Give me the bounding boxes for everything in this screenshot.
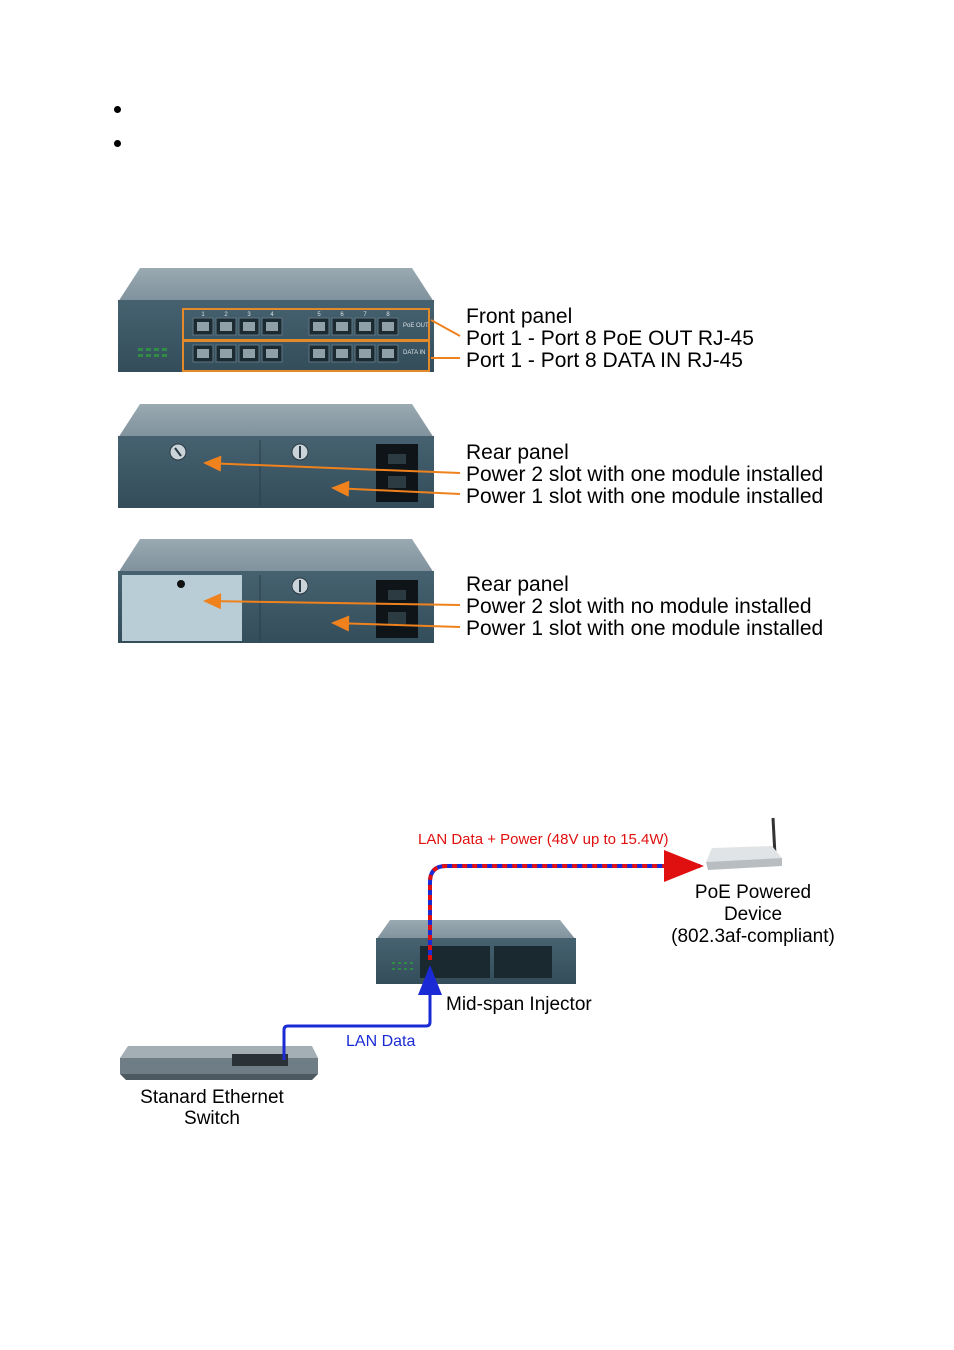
rear-panel-2-power1-label: Power 1 slot with one module installed (466, 617, 824, 640)
front-panel-title: Front panel (466, 305, 573, 328)
rj45-port-contacts (243, 322, 255, 331)
rear-panel-1-power1-label: Power 1 slot with one module installed (466, 485, 824, 508)
port-number: 5 (317, 312, 321, 318)
rj45-port-contacts (243, 349, 255, 358)
port-number: 4 (270, 312, 274, 318)
port-number: 7 (363, 312, 367, 318)
rj45-port-contacts (197, 322, 209, 331)
bullet-point (114, 140, 121, 147)
port-number: 3 (247, 312, 251, 318)
switch-label-line2: Switch (184, 1108, 240, 1129)
rj45-port-contacts (359, 349, 371, 358)
rj45-port-contacts (313, 349, 325, 358)
pd-label-line1: PoE Powered (694, 882, 812, 903)
rj45-port-contacts (197, 349, 209, 358)
front-panel-poe-out-label: Port 1 - Port 8 PoE OUT RJ-45 (466, 327, 754, 350)
port-number: 6 (340, 312, 344, 318)
rj45-port-contacts (266, 349, 278, 358)
rj45-port-contacts (382, 349, 394, 358)
rear-panel-1-title: Rear panel (466, 441, 569, 464)
port-number: 1 (201, 312, 205, 318)
lan-data-label: LAN Data (346, 1033, 416, 1050)
rear-panel-1-power2-label: Power 2 slot with one module installed (466, 463, 824, 486)
rj45-port-contacts (359, 322, 371, 331)
poe-out-row-label: PoE OUT (403, 323, 429, 329)
injector-label: Mid-span Injector (446, 994, 592, 1015)
rj45-port-contacts (382, 322, 394, 331)
rear-panel-2-power2-label: Power 2 slot with no module installed (466, 595, 812, 618)
data-in-row-label: DATA IN (403, 350, 426, 356)
pd-label-line3: (802.3af-compliant) (671, 926, 835, 947)
port-number: 2 (224, 312, 228, 318)
pd-label-line2: Device (723, 904, 783, 925)
front-panel-data-in-label: Port 1 - Port 8 DATA IN RJ-45 (466, 349, 743, 372)
port-number: 8 (386, 312, 390, 318)
rj45-port-contacts (313, 322, 325, 331)
rj45-port-contacts (266, 322, 278, 331)
lan-data-power-label: LAN Data + Power (48V up to 15.4W) (418, 831, 669, 848)
rj45-port-contacts (220, 322, 232, 331)
switch-label-line1: Stanard Ethernet (140, 1087, 284, 1108)
bullet-point (114, 106, 121, 113)
rj45-port-contacts (220, 349, 232, 358)
rj45-port-contacts (336, 322, 348, 331)
rj45-port-contacts (336, 349, 348, 358)
rear-panel-2-title: Rear panel (466, 573, 569, 596)
